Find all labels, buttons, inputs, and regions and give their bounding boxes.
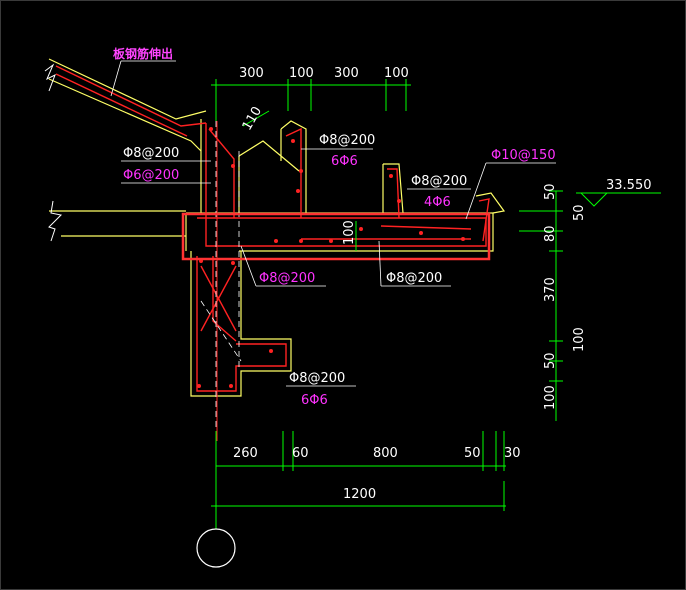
rebar-slab-left: Φ8@200 bbox=[259, 271, 315, 286]
dim-top-3: 300 bbox=[334, 66, 359, 81]
dim-right-6: 50 bbox=[543, 352, 558, 369]
dim-top-2: 100 bbox=[289, 66, 314, 81]
note-slab-extension: 板钢筋伸出 bbox=[113, 46, 173, 61]
axis-bubble bbox=[196, 528, 236, 568]
rebar-left-2: Φ6@200 bbox=[123, 168, 179, 183]
rebar-dots bbox=[197, 127, 465, 388]
dim-top-1: 300 bbox=[239, 66, 264, 81]
dim-angled: 110 bbox=[240, 104, 265, 133]
dim-right-5: 100 bbox=[572, 327, 587, 352]
dashed-lines bbox=[200, 81, 242, 431]
leader-lines bbox=[110, 60, 556, 387]
dim-right-4: 370 bbox=[543, 277, 558, 302]
highlight-box bbox=[181, 212, 491, 261]
rebar-right-mid-count: 4Φ6 bbox=[424, 195, 451, 210]
dim-bottom-1: 260 bbox=[233, 446, 258, 461]
dim-right-1: 50 bbox=[543, 183, 558, 200]
rebar-upper-mid-count: 6Φ6 bbox=[331, 154, 358, 169]
rebar-upper-mid: Φ8@200 bbox=[319, 133, 375, 148]
dim-inner-100: 100 bbox=[342, 220, 357, 245]
dim-bottom-5: 30 bbox=[504, 446, 521, 461]
break-symbol bbox=[44, 63, 63, 242]
dim-right-2: 50 bbox=[572, 204, 587, 221]
dim-right-7: 100 bbox=[543, 385, 558, 410]
elevation-label: 33.550 bbox=[606, 178, 652, 193]
rebar-lines bbox=[55, 65, 490, 392]
rebar-left-1: Φ8@200 bbox=[123, 146, 179, 161]
dimension-lines bbox=[211, 79, 661, 529]
rebar-right-mid: Φ8@200 bbox=[411, 174, 467, 189]
rebar-beam-bottom: Φ8@200 bbox=[289, 371, 345, 386]
dim-right-3: 80 bbox=[543, 225, 558, 242]
rebar-right-top: Φ10@150 bbox=[491, 148, 556, 163]
dim-bottom-2: 60 bbox=[292, 446, 309, 461]
dim-bottom-4: 50 bbox=[464, 446, 481, 461]
rebar-slab-right: Φ8@200 bbox=[386, 271, 442, 286]
dim-total: 1200 bbox=[343, 487, 376, 502]
dim-bottom-3: 800 bbox=[373, 446, 398, 461]
rebar-beam-bottom-count: 6Φ6 bbox=[301, 393, 328, 408]
dim-top-4: 100 bbox=[384, 66, 409, 81]
